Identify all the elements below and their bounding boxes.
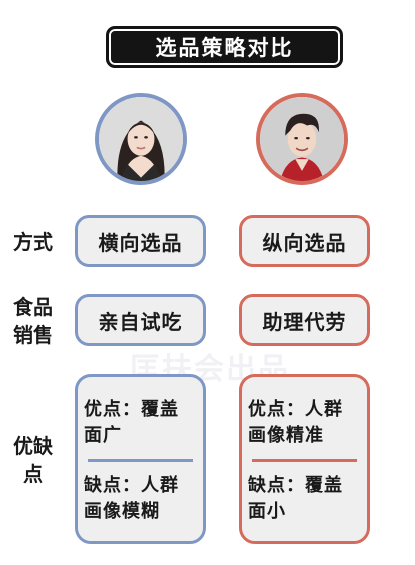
right-pro-text: 优点：人群 画像精准 — [248, 397, 343, 449]
row-label-food-sales-line1: 食品 — [13, 295, 53, 319]
left-pro-line2: 面广 — [84, 425, 122, 446]
pros-cons-left-card: 优点：覆盖 面广 缺点：人群 画像模糊 — [75, 374, 206, 544]
left-con-line1: 缺点：人群 — [84, 475, 179, 496]
page-title: 选品策略对比 — [106, 26, 343, 68]
left-con-line2: 画像模糊 — [84, 501, 160, 522]
male-portrait-icon — [256, 93, 348, 185]
left-pro-line1: 优点：覆盖 — [84, 399, 179, 420]
right-pro-line1: 优点：人群 — [248, 399, 343, 420]
row-label-pros-cons: 优缺 点 — [8, 432, 58, 488]
right-pro-line2: 画像精准 — [248, 425, 324, 446]
method-right-box: 纵向选品 — [239, 215, 370, 267]
food-sales-left-box: 亲自试吃 — [75, 294, 206, 346]
row-label-food-sales-line2: 销售 — [13, 323, 53, 347]
row-label-food-sales: 食品 销售 — [8, 293, 58, 349]
right-card-divider — [252, 459, 357, 462]
row-label-method: 方式 — [13, 230, 53, 254]
method-left-box: 横向选品 — [75, 215, 206, 267]
food-sales-right-box: 助理代劳 — [239, 294, 370, 346]
pros-cons-right-card: 优点：人群 画像精准 缺点：覆盖 面小 — [239, 374, 370, 544]
row-label-pros-cons-line1: 优缺 — [13, 434, 53, 458]
right-con-line1: 缺点：覆盖 — [248, 475, 343, 496]
right-con-line2: 面小 — [248, 501, 286, 522]
left-con-text: 缺点：人群 画像模糊 — [84, 473, 179, 525]
left-card-divider — [88, 459, 193, 462]
left-pro-text: 优点：覆盖 面广 — [84, 397, 179, 449]
female-portrait-icon — [95, 93, 187, 185]
row-label-pros-cons-line2: 点 — [23, 462, 43, 486]
right-con-text: 缺点：覆盖 面小 — [248, 473, 343, 525]
